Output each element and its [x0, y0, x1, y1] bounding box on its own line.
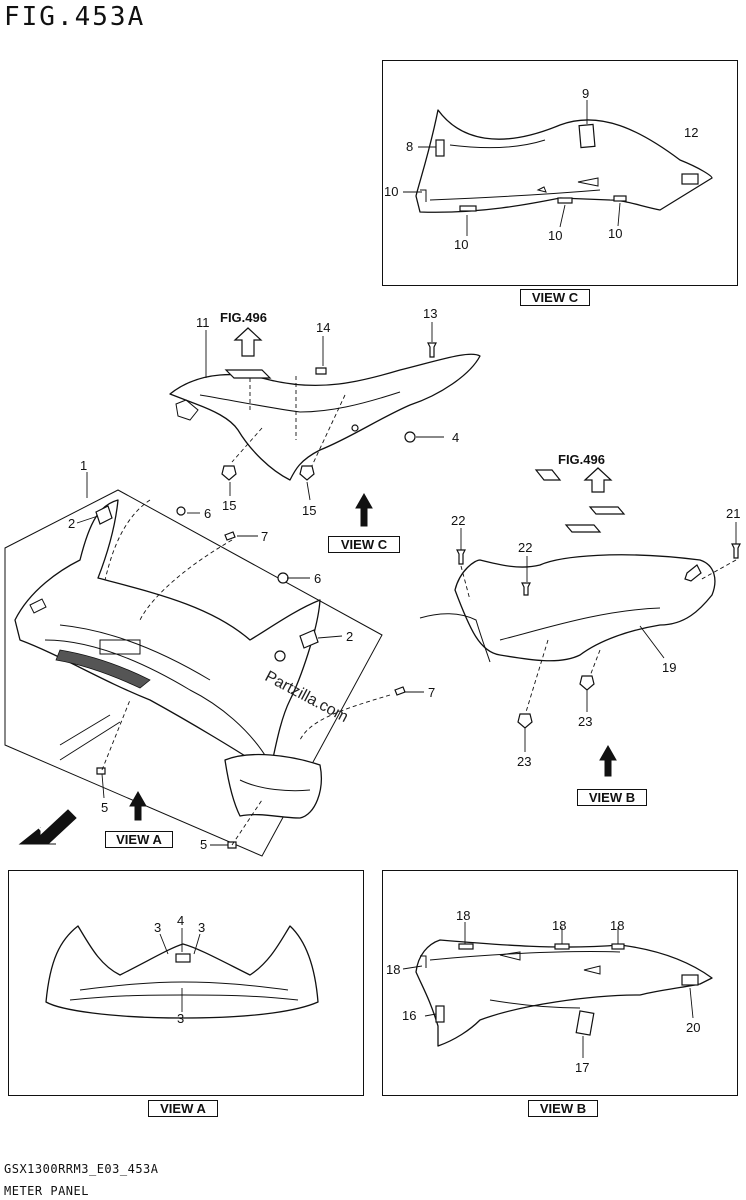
callout-2-a: 2: [68, 516, 76, 531]
callout-21: 21: [726, 506, 741, 521]
callout-a-3-right: 3: [198, 920, 206, 935]
callout-22-b: 22: [518, 540, 533, 555]
view-a-frame: [8, 870, 364, 1096]
footer-name: METER PANEL: [4, 1184, 89, 1198]
callout-7-b: 7: [428, 685, 436, 700]
callout-23-b: 23: [517, 754, 532, 769]
callout-b-18-c: 18: [610, 918, 625, 933]
callout-23-a: 23: [578, 714, 593, 729]
callout-19: 19: [662, 660, 677, 675]
footer-code: GSX1300RRM3_E03_453A: [4, 1162, 159, 1176]
view-a-label-main: VIEW A: [105, 831, 173, 848]
view-c-frame: [382, 60, 738, 286]
fig-ref-upper-left[interactable]: FIG.496: [220, 310, 267, 325]
view-a-arrow-group: [18, 790, 147, 845]
view-c-label-main: VIEW C: [328, 536, 400, 553]
callout-a-3-left: 3: [154, 920, 162, 935]
upper-right-assembly: [355, 467, 741, 777]
callout-a-3-bottom: 3: [177, 1011, 185, 1026]
view-b-illustration: [402, 922, 713, 1058]
figure-title: FIG.453A: [4, 2, 146, 32]
view-c-cover-illustration: [403, 100, 713, 236]
callout-11: 11: [196, 315, 210, 330]
callout-b-20: 20: [686, 1020, 701, 1035]
callout-12: 12: [684, 125, 699, 140]
main-assembly: [4, 472, 424, 857]
callout-1: 1: [80, 458, 88, 473]
upper-left-assembly: [169, 322, 481, 501]
callout-10-d: 10: [608, 226, 623, 241]
view-b-label: VIEW B: [528, 1100, 598, 1117]
view-b-frame: [382, 870, 738, 1096]
callout-b-18-b: 18: [552, 918, 567, 933]
view-b-label-main: VIEW B: [577, 789, 647, 806]
view-a-label: VIEW A: [148, 1100, 218, 1117]
callout-6-a: 6: [204, 506, 212, 521]
fig-ref-upper-right[interactable]: FIG.496: [558, 452, 605, 467]
callout-b-18-a: 18: [456, 908, 471, 923]
callout-b-16: 16: [402, 1008, 417, 1023]
callout-7-a: 7: [261, 529, 269, 544]
callout-22-a: 22: [451, 513, 466, 528]
callout-10-c: 10: [548, 228, 563, 243]
callout-10-b: 10: [454, 237, 469, 252]
callout-2-b: 2: [346, 629, 354, 644]
callout-5-b: 5: [200, 837, 208, 852]
callout-15-b: 15: [302, 503, 317, 518]
callout-6-b: 6: [314, 571, 322, 586]
callout-a-4: 4: [177, 913, 185, 928]
callout-5-a: 5: [101, 800, 109, 815]
callout-14: 14: [316, 320, 331, 335]
callout-b-17: 17: [575, 1060, 590, 1075]
view-c-label: VIEW C: [520, 289, 590, 306]
callout-13: 13: [423, 306, 438, 321]
callout-15-a: 15: [222, 498, 237, 513]
callout-b-18-d: 18: [386, 962, 401, 977]
callout-10-a: 10: [384, 184, 399, 199]
callout-9: 9: [582, 86, 590, 101]
callout-8: 8: [406, 139, 414, 154]
view-a-illustration: [45, 925, 319, 1019]
callout-4: 4: [452, 430, 460, 445]
